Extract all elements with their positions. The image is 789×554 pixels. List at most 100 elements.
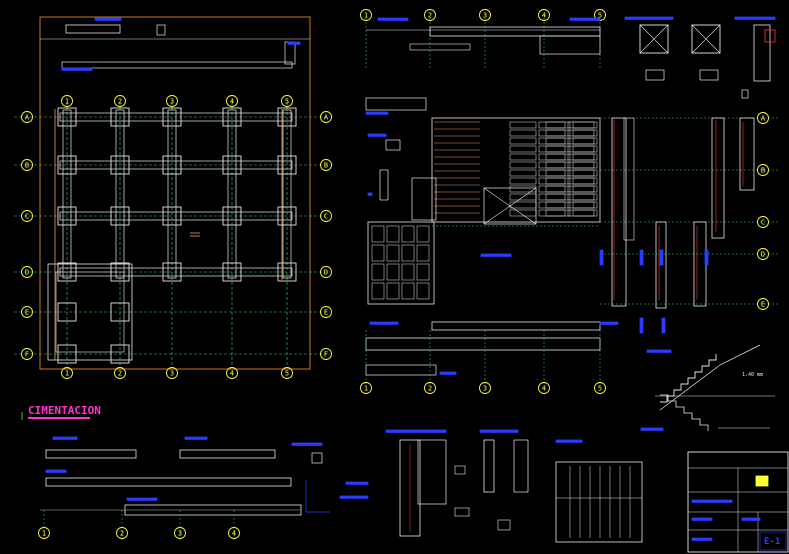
- bottom-beam-b: [179, 449, 276, 459]
- slab-lower-block: [386, 244, 400, 262]
- bottom-strip-axis-4-circle: [228, 527, 240, 539]
- column-tag: [704, 249, 709, 266]
- footing: [222, 206, 242, 226]
- slab-lower-block: [371, 282, 385, 300]
- slab-block: [567, 137, 595, 145]
- mid-strip-axis-2-circle: [424, 382, 436, 394]
- slab-block: [572, 169, 598, 177]
- slab-block: [509, 185, 537, 193]
- grade-beam: [115, 109, 125, 279]
- mid-strip-tag: [439, 371, 457, 375]
- slab-lower-block: [416, 263, 430, 281]
- footing-detail-b: [691, 24, 721, 54]
- slab-block: [538, 169, 566, 177]
- footing: [222, 155, 242, 175]
- slab-lower-block: [401, 225, 415, 243]
- slab-lower-block: [416, 244, 430, 262]
- slab-block: [567, 161, 595, 169]
- right-axis-C-label: C: [761, 219, 765, 227]
- bottom-strip-axis-1-label: 1: [42, 530, 46, 538]
- mid-beam-lower: [365, 337, 601, 351]
- slab-block: [567, 177, 595, 185]
- slab-lower-block: [386, 225, 400, 243]
- slab-lower-block: [371, 225, 385, 243]
- slab-block: [538, 193, 566, 201]
- bottom-tag: [45, 469, 67, 473]
- footing: [110, 206, 130, 226]
- plan-axis-left-A-label: A: [25, 114, 30, 122]
- plan-axis-top-2-label: 2: [118, 98, 122, 106]
- bottom-side-tag: [291, 442, 323, 446]
- column-tag: [599, 249, 604, 266]
- footing: [162, 206, 182, 226]
- bottom-strip-axis-2-label: 2: [120, 530, 124, 538]
- stair-plan: [555, 461, 643, 543]
- top-strip-tag: [569, 17, 601, 21]
- bottom-strip-axis-2-circle: [116, 527, 128, 539]
- right-axis-E-label: E: [761, 301, 765, 309]
- plan-axis-bottom-5-label: 5: [285, 370, 289, 378]
- slab-block: [509, 201, 537, 209]
- footing: [110, 344, 130, 364]
- slab-lower-block: [386, 263, 400, 281]
- slab-block: [538, 185, 566, 193]
- slab-block: [545, 161, 571, 169]
- top-strip-axis-3-circle: [479, 9, 491, 21]
- stair-plan-tag: [555, 439, 583, 443]
- slab-block: [572, 185, 598, 193]
- plan-axis-right-D-label: D: [324, 269, 328, 277]
- mid-strip-axis-3-circle: [479, 382, 491, 394]
- column-elev-d: [739, 117, 755, 191]
- sheet-box: [759, 531, 787, 551]
- plan-axis-top-3-label: 3: [170, 98, 174, 106]
- plan-axis-left-A-circle: [21, 111, 33, 123]
- stair-tag: [646, 349, 672, 353]
- top-strip-axis-2-circle: [424, 9, 436, 21]
- top-strip-axis-4-circle: [538, 9, 550, 21]
- slab-block: [509, 177, 537, 185]
- plan-detail-tag: [94, 17, 122, 21]
- top-detail-tag: [367, 133, 387, 137]
- column-elev-c: [711, 117, 725, 239]
- plan-top-beam: [61, 61, 293, 69]
- slab-block: [545, 209, 571, 217]
- slab-block: [572, 193, 598, 201]
- plan-axis-right-E-circle: [320, 306, 332, 318]
- top-strip-axis-3-label: 3: [483, 12, 487, 20]
- top-strip-axis-2-label: 2: [428, 12, 432, 20]
- column-tag: [659, 249, 664, 266]
- stair-void-x: [483, 187, 537, 225]
- top-beam-drop: [539, 35, 601, 55]
- plan-top-tag: [61, 67, 93, 71]
- title-tag: [741, 517, 761, 521]
- stair-note: 1.40 mm: [742, 372, 763, 378]
- right-axis-D-circle: [757, 248, 769, 260]
- slab-block: [567, 169, 595, 177]
- slab-block: [509, 129, 537, 137]
- top-strip-axis-5-label: 5: [598, 12, 602, 20]
- col-detail-b2: [513, 439, 529, 493]
- right-axis-B-circle: [757, 164, 769, 176]
- footing: [110, 107, 130, 127]
- title-block: [687, 451, 789, 553]
- slab-block: [567, 209, 595, 217]
- slab-block: [572, 177, 598, 185]
- stair-tag-lower: [640, 427, 664, 431]
- slab-lower-block: [371, 263, 385, 281]
- top-sub-section: [365, 97, 427, 111]
- plan-axis-top-1-label: 1: [65, 98, 69, 106]
- slab-block: [509, 153, 537, 161]
- footing: [162, 107, 182, 127]
- slab-block: [509, 145, 537, 153]
- title-tag: [691, 517, 713, 521]
- slab-lower-block: [386, 282, 400, 300]
- bottom-strip-axis-1-circle: [38, 527, 50, 539]
- bottom-tag: [184, 436, 208, 440]
- plan-detail-col: [156, 24, 166, 36]
- slab-block: [538, 153, 566, 161]
- footing: [110, 262, 130, 282]
- slab-block: [545, 193, 571, 201]
- mid-strip-axis-1-circle: [360, 382, 372, 394]
